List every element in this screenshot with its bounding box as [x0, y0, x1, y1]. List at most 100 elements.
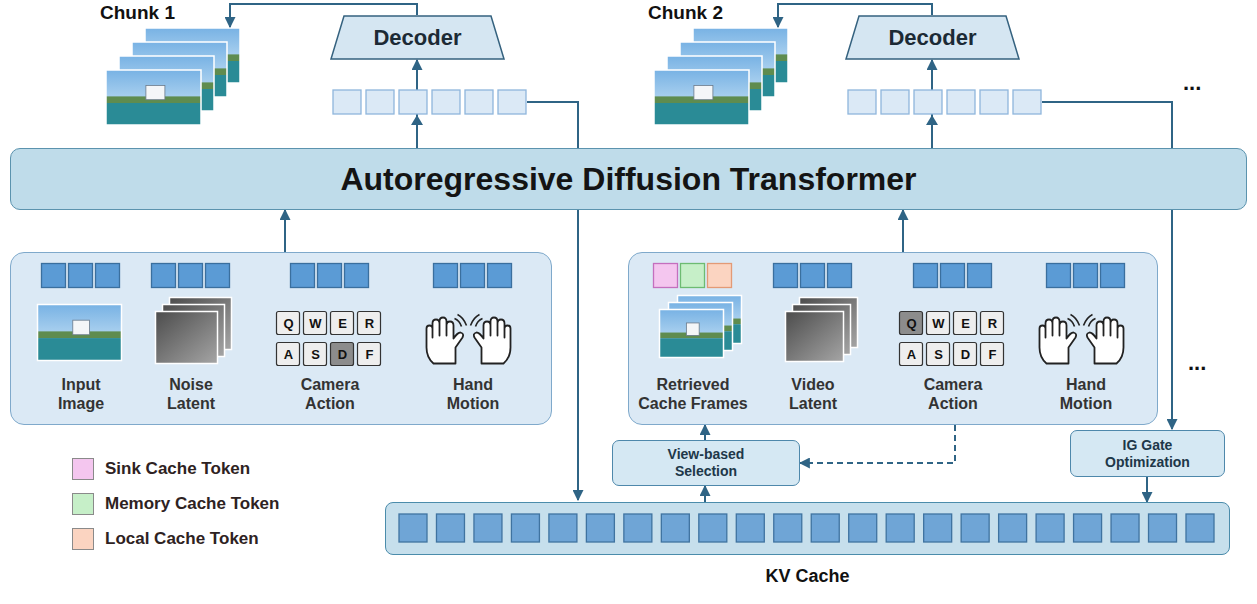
key-letter: A [277, 343, 300, 366]
frame-sea [660, 338, 724, 357]
block-label: View-based Selection [646, 446, 766, 480]
frame-house [73, 320, 90, 335]
legend-swatch [72, 528, 94, 550]
panel-art [38, 264, 512, 366]
frame-border [660, 310, 724, 358]
video-frame [660, 310, 724, 358]
key-letter: F [358, 343, 381, 366]
hand-outline [1040, 318, 1077, 364]
legend-swatch [72, 458, 94, 480]
token [69, 264, 93, 288]
legend-item: Local Cache Token [72, 528, 259, 550]
output-token [333, 90, 361, 114]
output-token [399, 90, 427, 114]
token [291, 264, 315, 288]
frame-sky [660, 310, 724, 358]
output-token [366, 90, 394, 114]
block-heading: KV Cache [385, 566, 1230, 587]
block-label: Autoregressive Diffusion Transformer [340, 161, 916, 198]
frame-sky [38, 305, 122, 361]
output-token [914, 90, 942, 114]
flow-arrow [1146, 477, 1148, 502]
flow-arrow [800, 425, 955, 463]
cache-token [924, 514, 952, 542]
key-cap [927, 312, 950, 335]
arrow-head [411, 115, 423, 125]
key-letter: W [304, 312, 327, 335]
frame-sky [106, 70, 201, 125]
key-cap [304, 312, 327, 335]
hand-outline [427, 318, 464, 364]
legend-item: Sink Cache Token [72, 458, 250, 480]
hand-icon [1084, 315, 1124, 364]
token [774, 264, 798, 288]
hand-icon [427, 315, 467, 364]
motion-mark [458, 315, 467, 326]
process-box: IG Gate Optimization [1070, 430, 1225, 477]
cache-tokens [386, 503, 1228, 553]
token [1101, 264, 1125, 288]
key-cap [358, 312, 381, 335]
hand-icon [471, 315, 511, 364]
flow-arrow [284, 210, 286, 252]
cache-token [774, 514, 802, 542]
output-token [947, 90, 975, 114]
key-letter: D [954, 343, 977, 366]
key-cap [358, 343, 381, 366]
frame-house [146, 85, 165, 99]
cache-token [624, 514, 652, 542]
chunk-label: Chunk 1 [100, 2, 175, 24]
motion-mark [1068, 319, 1075, 327]
legend-item: Memory Cache Token [72, 493, 279, 515]
cache-token [849, 514, 877, 542]
token [345, 264, 369, 288]
token [42, 264, 66, 288]
chunk-label: Chunk 2 [648, 2, 723, 24]
cache-token [736, 514, 764, 542]
frame-border [106, 70, 201, 125]
cache-token [1036, 514, 1064, 542]
key-cap [954, 343, 977, 366]
frame-sky [654, 70, 749, 125]
cache-token [399, 514, 427, 542]
key-letter: A [900, 343, 923, 366]
output-token [980, 90, 1008, 114]
token [461, 264, 485, 288]
block-label: Decoder [373, 25, 461, 51]
hand-outline [1087, 318, 1124, 364]
flow-arrow [902, 210, 904, 252]
frame-sea [106, 103, 201, 125]
key-cap [331, 343, 354, 366]
key-cap [900, 312, 923, 335]
output-token [848, 90, 876, 114]
cache-token [699, 514, 727, 542]
input-panel: Input ImageNoise LatentCamera ActionHand… [10, 252, 552, 425]
input-panel: Retrieved Cache Frames Video Latent Camera… [628, 252, 1158, 425]
input-caption: Input Image [46, 375, 116, 413]
video-frame [106, 70, 201, 125]
decoder-block: Decoder [330, 15, 505, 60]
input-caption: Camera Action [911, 375, 995, 413]
input-caption: Video Latent [773, 375, 853, 413]
continuation-dots: ... [1183, 70, 1201, 96]
cache-token [436, 514, 464, 542]
key-cap [927, 343, 950, 366]
input-caption: Hand Motion [433, 375, 513, 413]
cache-token [961, 514, 989, 542]
hand-icon [1040, 315, 1080, 364]
token [206, 264, 230, 288]
hand-outline [474, 318, 511, 364]
key-letter: S [304, 343, 327, 366]
token [1074, 264, 1098, 288]
cache-token [511, 514, 539, 542]
motion-mark [1071, 315, 1080, 326]
legend-text: Local Cache Token [105, 529, 259, 549]
video-frame [654, 70, 749, 125]
frame-sea [654, 103, 749, 125]
cache-token [1074, 514, 1102, 542]
token [654, 264, 678, 288]
input-caption: Retrieved Cache Frames [631, 375, 755, 413]
process-box: View-based Selection [612, 440, 800, 486]
token [179, 264, 203, 288]
